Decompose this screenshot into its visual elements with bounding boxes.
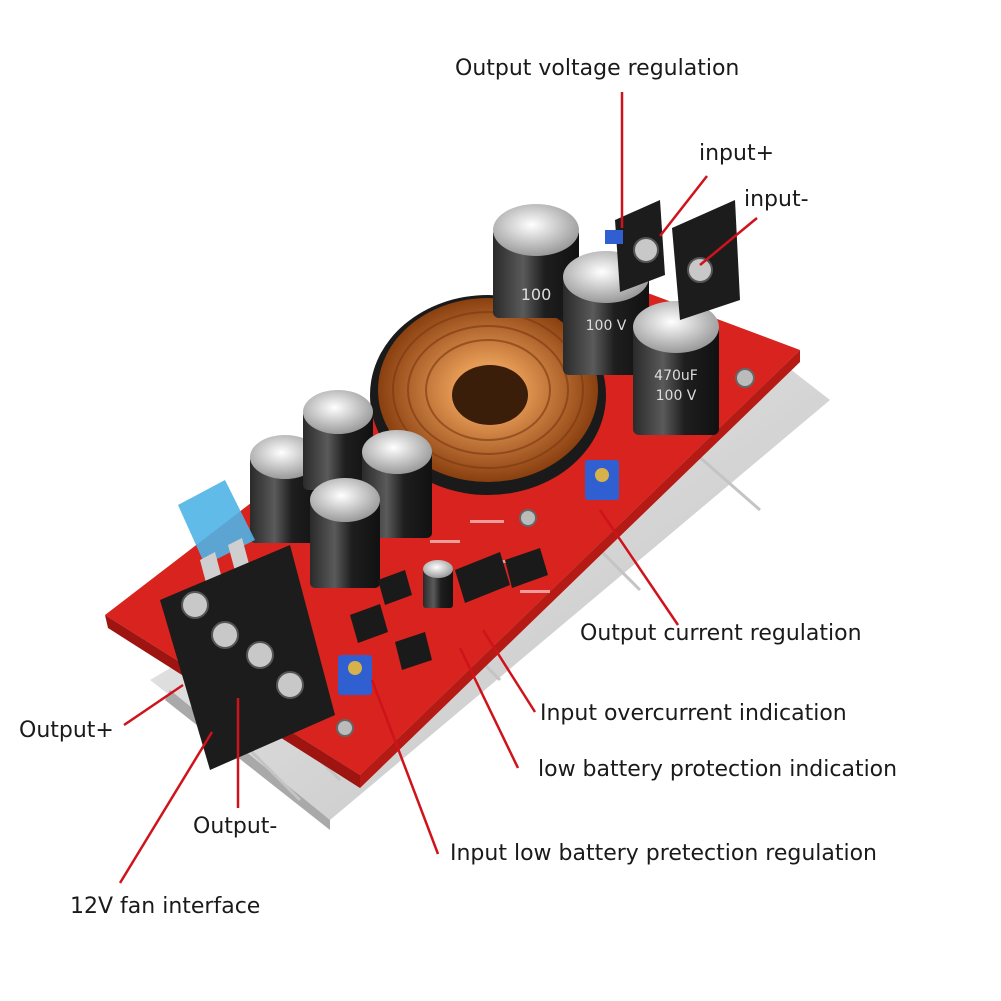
svg-text:100: 100 (521, 285, 552, 304)
cap3-capacitance: 470uF (654, 368, 698, 384)
label-output-voltage-regulation: Output voltage regulation (455, 56, 740, 81)
leader-lines (118, 92, 758, 884)
label-input-plus: input+ (699, 141, 775, 166)
leader-output-plus (123, 683, 184, 727)
leader-low-battery-regulation (370, 679, 440, 855)
label-input-overcurrent-indication: Input overcurrent indication (540, 701, 847, 726)
leader-output-current (598, 509, 680, 626)
trimmer-pot-current (585, 460, 619, 500)
large-capacitor-1: 100 (493, 204, 579, 318)
large-capacitor-3: 470uF 100 V (633, 301, 719, 435)
label-output-plus: Output+ (19, 718, 114, 743)
cap3-rating: 100 V (656, 388, 697, 404)
leader-low-battery-indication (458, 647, 520, 769)
trimmer-pot-low-battery (338, 655, 372, 695)
leader-fan (118, 731, 214, 884)
label-fan-interface: 12V fan interface (70, 894, 261, 919)
label-input-minus: input- (744, 187, 809, 212)
cap2-rating: 100 V (586, 318, 627, 334)
leader-overcurrent (481, 629, 537, 713)
leader-input-plus (659, 175, 708, 237)
ic-chips (350, 548, 548, 670)
label-output-minus: Output- (193, 814, 278, 839)
label-output-current-regulation: Output current regulation (580, 621, 862, 646)
label-low-battery-protection-indication: low battery protection indication (538, 757, 898, 782)
label-input-low-battery-regulation: Input low battery pretection regulation (450, 841, 878, 866)
output-terminal-block (160, 545, 335, 770)
small-capacitors (250, 390, 453, 608)
leader-input-minus (699, 217, 758, 266)
